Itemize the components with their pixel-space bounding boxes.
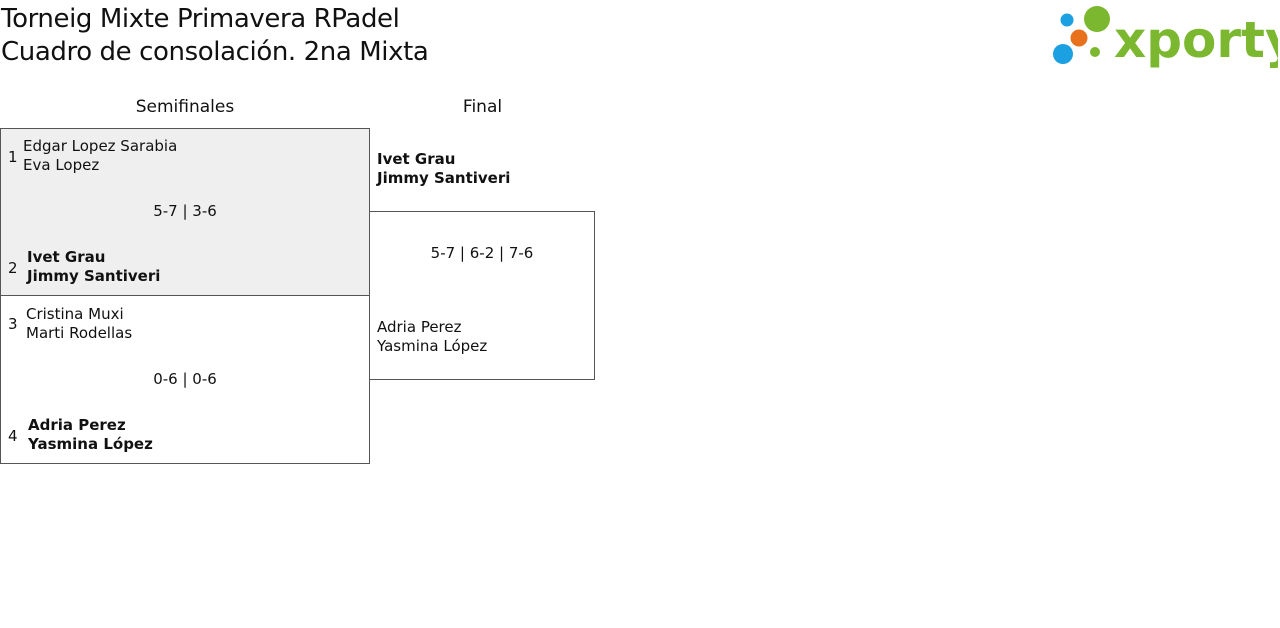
xporty-logo: xporty: [1053, 6, 1278, 68]
player-name: Ivet Grau: [377, 150, 456, 168]
semifinal-match-2[interactable]: 3 Cristina Muxi Marti Rodellas 0-6 | 0-6…: [0, 295, 370, 464]
page-title: Torneig Mixte Primavera RPadel Cuadro de…: [1, 3, 429, 69]
player-name: Yasmina López: [28, 435, 153, 453]
seed-number: 4: [8, 427, 18, 445]
final-team-winner: Ivet Grau Jimmy Santiveri: [377, 150, 510, 188]
logo-text: xporty: [1114, 11, 1278, 68]
player-name: Edgar Lopez Sarabia: [23, 137, 178, 155]
seed-number: 3: [8, 315, 18, 333]
match-score: 5-7 | 3-6: [153, 202, 217, 220]
draw-name: Cuadro de consolación. 2na Mixta: [1, 37, 429, 67]
team-entry: Cristina Muxi Marti Rodellas: [26, 305, 132, 343]
match-score: 0-6 | 0-6: [153, 370, 217, 388]
team-entry-winner: Adria Perez Yasmina López: [28, 416, 153, 454]
final-team: Adria Perez Yasmina López: [377, 318, 487, 356]
player-name: Yasmina López: [377, 337, 488, 355]
player-name: Eva Lopez: [23, 156, 100, 174]
player-name: Adria Perez: [377, 318, 462, 336]
team-entry-winner: Ivet Grau Jimmy Santiveri: [27, 248, 160, 286]
player-name: Jimmy Santiveri: [377, 169, 511, 187]
player-name: Marti Rodellas: [26, 324, 133, 342]
tournament-name: Torneig Mixte Primavera RPadel: [1, 4, 400, 34]
final-match[interactable]: 5-7 | 6-2 | 7-6: [369, 211, 595, 380]
round-header-final: Final: [462, 97, 503, 117]
player-name: Jimmy Santiveri: [27, 267, 161, 285]
team-entry: Edgar Lopez Sarabia Eva Lopez: [23, 137, 177, 175]
seed-number: 2: [8, 259, 18, 277]
player-name: Ivet Grau: [27, 248, 106, 266]
player-name: Cristina Muxi: [26, 305, 124, 323]
match-score: 5-7 | 6-2 | 7-6: [430, 244, 534, 262]
seed-number: 1: [8, 148, 18, 166]
player-name: Adria Perez: [28, 416, 126, 434]
round-header-semifinals: Semifinales: [135, 97, 235, 117]
semifinal-match-1[interactable]: 1 Edgar Lopez Sarabia Eva Lopez 5-7 | 3-…: [0, 128, 370, 296]
